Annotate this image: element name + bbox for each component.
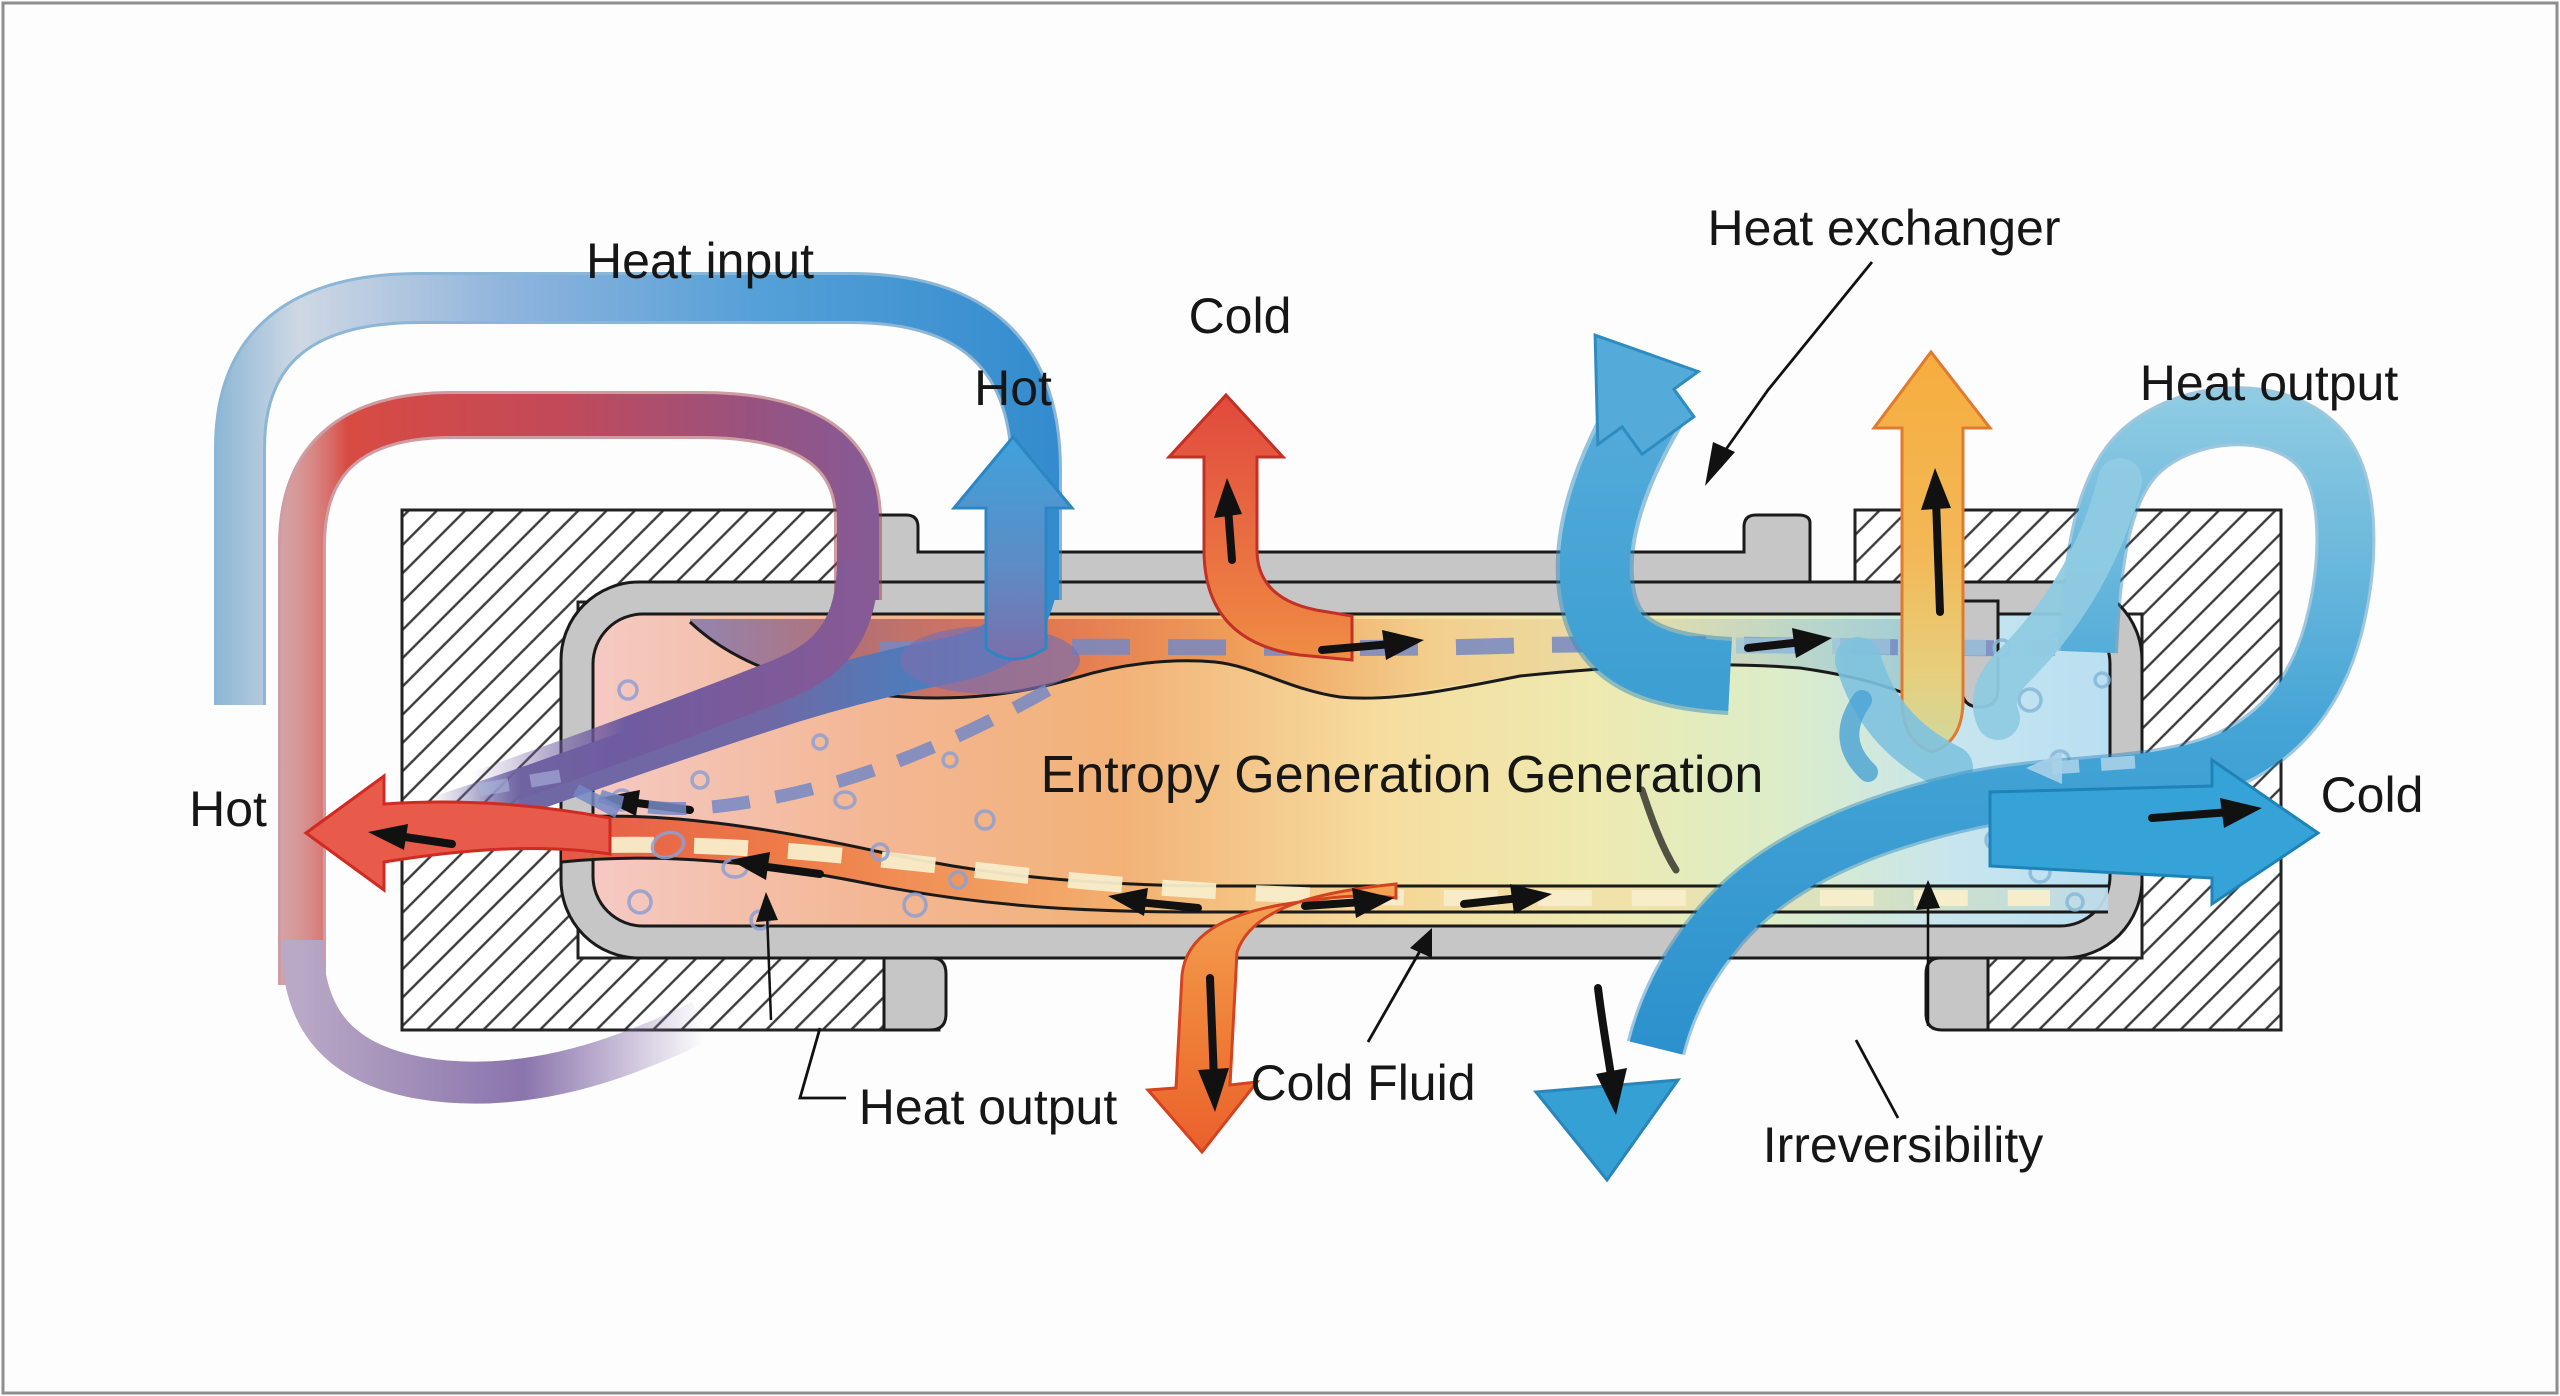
label-cold-right: Cold	[2321, 767, 2424, 823]
heat-input-loop-red-leg	[462, 559, 879, 815]
label-heat-input: Heat input	[586, 233, 814, 289]
pocket-curl-left	[1839, 690, 1878, 782]
heat-output-loop-pocket-branch	[1972, 458, 2142, 740]
casing-bottom-step-left	[882, 956, 948, 1032]
heat-exchanger-arrow-curved	[1555, 333, 1733, 715]
label-heat-exchanger: Heat exchanger	[1707, 200, 2060, 256]
cold-inlet-arrow-top	[1165, 392, 1354, 662]
heat-output-loop-right	[1626, 386, 2376, 1056]
label-hot-left: Hot	[189, 781, 267, 837]
label-hot-top: Hot	[974, 360, 1052, 416]
cold-outlet-arrow-right	[1988, 757, 2321, 907]
label-irreversibility: Irreversibility	[1763, 1117, 2044, 1173]
circulation-dashes	[476, 684, 2136, 818]
heat-input-loop-red	[278, 391, 882, 1104]
leader-lines	[756, 261, 1940, 1119]
hot-outlet-arrow-top	[950, 434, 1076, 661]
pocket-feed-tube	[1835, 637, 1973, 791]
hot-outlet-arrow-left	[303, 773, 612, 893]
label-entropy-generation: Entropy Generation Generation	[1041, 746, 1764, 804]
heat-input-loop-red-return	[281, 939, 713, 1104]
label-cold-fluid: Cold Fluid	[1250, 1055, 1475, 1111]
label-heat-output-right: Heat output	[2140, 355, 2399, 411]
casing-bottom-step-right	[1924, 956, 1990, 1032]
label-heat-output-bottom: Heat output	[859, 1079, 1118, 1135]
label-cold-top: Cold	[1189, 288, 1292, 344]
top-channel-dashes	[879, 636, 2056, 658]
